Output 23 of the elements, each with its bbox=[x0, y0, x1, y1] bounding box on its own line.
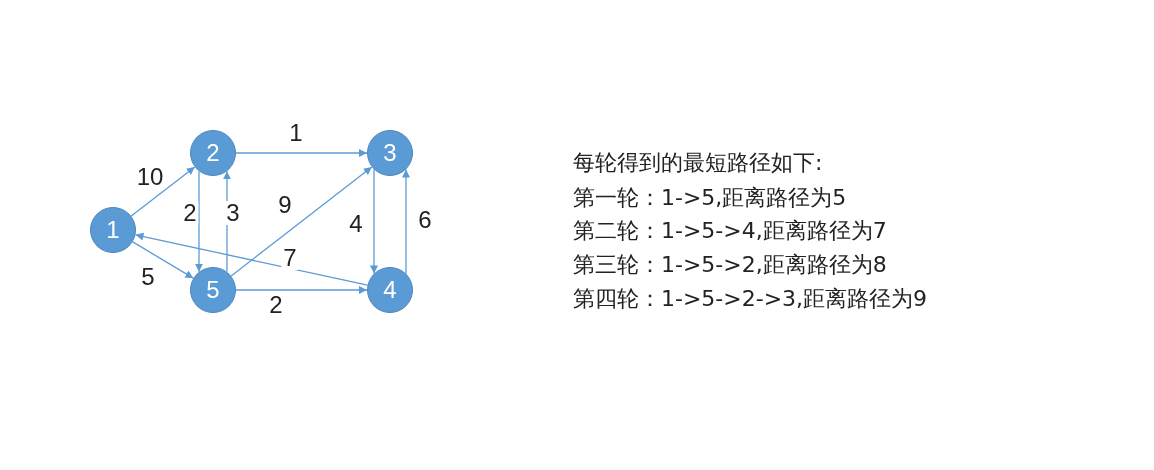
arrow bbox=[230, 166, 373, 277]
arrow bbox=[235, 149, 368, 157]
arrow bbox=[223, 170, 231, 273]
arrow bbox=[132, 241, 194, 279]
arrow bbox=[370, 168, 378, 275]
arrow bbox=[402, 168, 410, 275]
arrow bbox=[134, 232, 369, 286]
edge-label: 3 bbox=[224, 201, 242, 225]
arrow bbox=[235, 286, 368, 294]
edge-label: 7 bbox=[281, 246, 299, 270]
arrow bbox=[195, 170, 203, 273]
result-line: 第一轮：1->5,距离路径为5 bbox=[573, 185, 847, 212]
heading-text: 每轮得到的最短路径如下: bbox=[573, 150, 823, 177]
result-line: 第三轮：1->5->2,距离路径为8 bbox=[573, 252, 887, 279]
arrow bbox=[130, 166, 196, 217]
vertex-circle: 4 bbox=[367, 267, 413, 313]
vertex-circle: 5 bbox=[190, 267, 236, 313]
vertex-circle: 3 bbox=[367, 130, 413, 176]
vertex-circle: 1 bbox=[90, 207, 136, 253]
edge-label: 2 bbox=[181, 201, 199, 225]
vertex-circle: 2 bbox=[190, 130, 236, 176]
result-line: 第二轮：1->5->4,距离路径为7 bbox=[573, 218, 887, 245]
result-line: 第四轮：1->5->2->3,距离路径为9 bbox=[573, 286, 928, 313]
